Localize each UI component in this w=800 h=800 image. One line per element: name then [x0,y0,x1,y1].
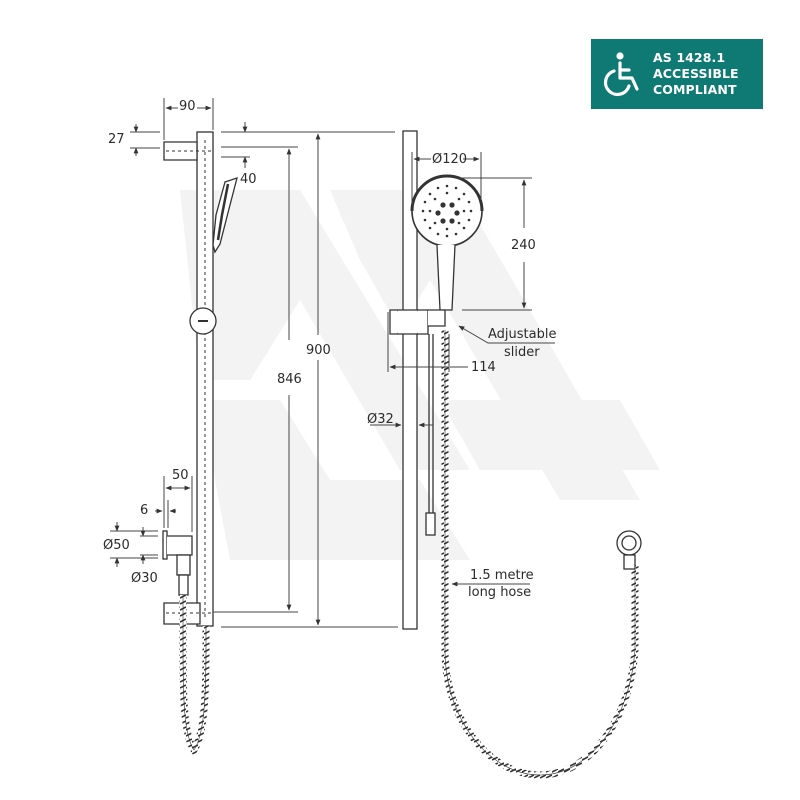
badge-compliant: COMPLIANT [653,82,737,97]
dim-rail-length: 900 [306,343,331,358]
callout-adjustable-slider-line2: slider [504,345,540,360]
callout-hose-line2: long hose [468,585,532,600]
dim-slider-projection: 114 [471,360,496,375]
dim-flange-diameter: Ø50 [103,538,130,553]
callout-adjustable-slider-line1: Adjustable [488,327,557,342]
wheelchair-accessibility-icon [591,39,653,109]
dim-fixing-centres: 846 [277,372,302,387]
dim-bracket-height: 27 [108,132,125,147]
dim-outlet-depth: 50 [172,468,189,483]
spray-nozzles [421,184,473,238]
dim-head-diameter: Ø120 [432,152,468,167]
dim-outlet-diameter: Ø30 [131,571,158,586]
dim-top-offset: 40 [240,172,257,187]
badge-accessible: ACCESSIBLE [653,66,739,81]
dim-handset-length: 240 [511,238,536,254]
callout-hose-line1: 1.5 metre [470,568,534,583]
dim-bracket-depth: 90 [178,99,197,114]
dim-rail-diameter: Ø32 [367,412,394,427]
badge-text: AS 1428.1 ACCESSIBLE COMPLIANT [653,50,739,98]
accessibility-compliance-badge: AS 1428.1 ACCESSIBLE COMPLIANT [591,39,763,109]
badge-standard: AS 1428.1 [653,50,726,65]
dim-flange-thickness: 6 [140,503,149,518]
